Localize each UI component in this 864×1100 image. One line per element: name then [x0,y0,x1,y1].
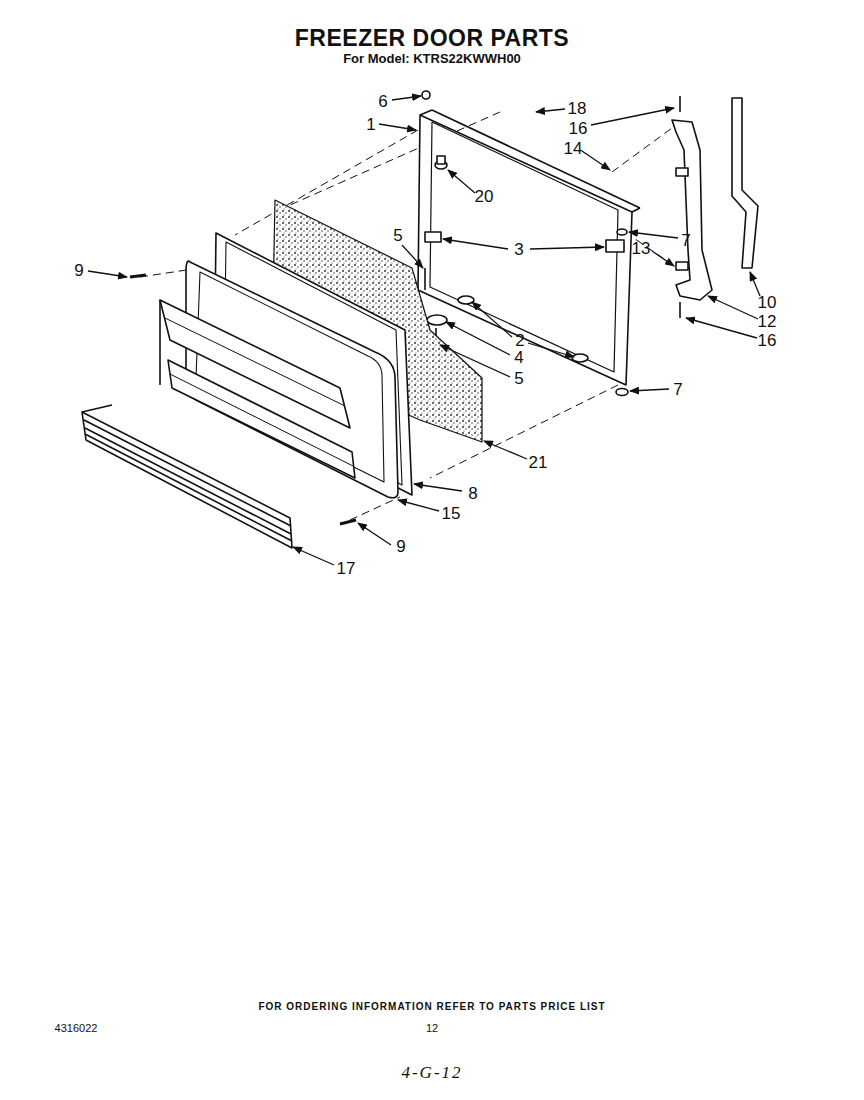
callout-number: 16 [569,120,588,137]
callout-number: 5 [393,227,402,244]
callout-number: 3 [514,241,523,258]
callout-number: 16 [758,332,777,349]
handwritten-note: 4-G-12 [401,1064,462,1081]
diagram-title: FREEZER DOOR PARTS [295,27,569,50]
callout-number: 1 [366,116,375,133]
callout-number: 2 [515,332,524,349]
footer-note: FOR ORDERING INFORMATION REFER TO PARTS … [258,1002,605,1012]
callout-number: 17 [337,560,356,577]
model-subtitle: For Model: KTRS22KWWH00 [343,52,521,65]
callout-number: 13 [632,240,651,257]
document-number: 4316022 [55,1023,98,1034]
callout-number: 14 [564,140,583,157]
callout-number: 7 [673,381,682,398]
callout-number: 21 [529,454,548,471]
callout-number: 20 [475,188,494,205]
callout-number: 4 [514,349,523,366]
page-number: 12 [426,1023,438,1034]
callout-number: 5 [514,370,523,387]
callout-number: 7 [681,232,690,249]
callout-number: 12 [758,313,777,330]
callout-number: 6 [378,93,387,110]
callout-number: 9 [396,538,405,555]
callout-number: 15 [442,505,461,522]
callout-number: 9 [74,262,83,279]
callout-number: 10 [758,294,777,311]
callout-number: 8 [468,485,477,502]
callout-number: 18 [568,100,587,117]
